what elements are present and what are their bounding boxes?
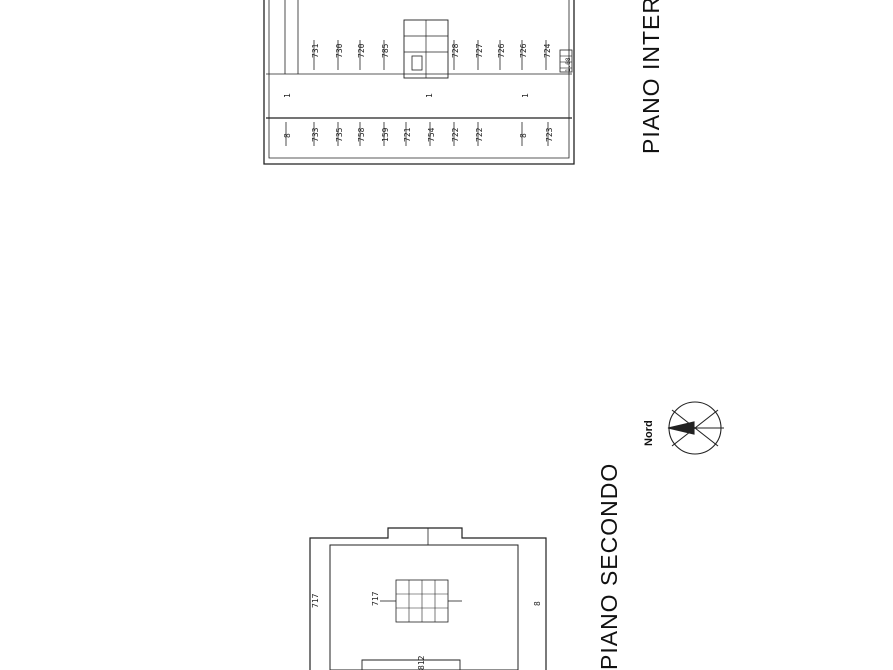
floor-title-second: PIANO SECONDO <box>596 462 622 670</box>
north-compass-icon <box>667 401 724 455</box>
upper-mid-mark: 1 <box>283 93 292 98</box>
lower-floor-plan <box>309 527 547 670</box>
upper-right-label: 720 <box>357 43 366 58</box>
upper-left-label: 8 <box>283 133 292 138</box>
lower-right-dimension: 8 <box>533 601 542 606</box>
upper-left-dimension-row <box>285 122 549 146</box>
lower-plan-outline <box>309 527 547 670</box>
lower-inner-dimension: 717 <box>371 591 380 606</box>
upper-right-dimension-row <box>313 40 547 70</box>
upper-small-label: 1.08 <box>565 57 572 72</box>
lower-plan-inner-room <box>329 544 519 670</box>
upper-left-label: 721 <box>403 127 412 142</box>
upper-left-label: 722 <box>451 127 460 142</box>
upper-left-label: 159 <box>381 127 390 142</box>
floor-title-intermediate: PIANO INTER <box>638 0 664 154</box>
elevator-box <box>411 55 423 71</box>
lower-left-dimension: 717 <box>311 593 320 608</box>
upper-plan-outline <box>263 0 575 165</box>
upper-left-label: 758 <box>357 127 366 142</box>
upper-right-label: 785 <box>381 43 390 58</box>
upper-floor-plan <box>263 0 575 165</box>
upper-mid-mark: 1 <box>521 93 530 98</box>
upper-left-label: 722 <box>475 127 484 142</box>
upper-left-label: 754 <box>427 127 436 142</box>
upper-right-label: 724 <box>543 43 552 58</box>
hatched-block <box>559 49 573 73</box>
upper-left-label: 723 <box>545 127 554 142</box>
upper-left-label: 735 <box>335 127 344 142</box>
upper-right-label: 731 <box>311 43 320 58</box>
upper-right-label: 728 <box>451 43 460 58</box>
upper-left-label: 8 <box>519 133 528 138</box>
upper-right-label: 726 <box>519 43 528 58</box>
lower-bottom-dimension: 812 <box>417 655 426 670</box>
upper-plan-inner-outline <box>268 0 570 159</box>
upper-right-label: 730 <box>335 43 344 58</box>
upper-right-label: 727 <box>475 43 484 58</box>
north-label: Nord <box>643 420 655 446</box>
upper-right-label: 726 <box>497 43 506 58</box>
upper-left-label: 733 <box>311 127 320 142</box>
upper-mid-mark: 1 <box>425 93 434 98</box>
